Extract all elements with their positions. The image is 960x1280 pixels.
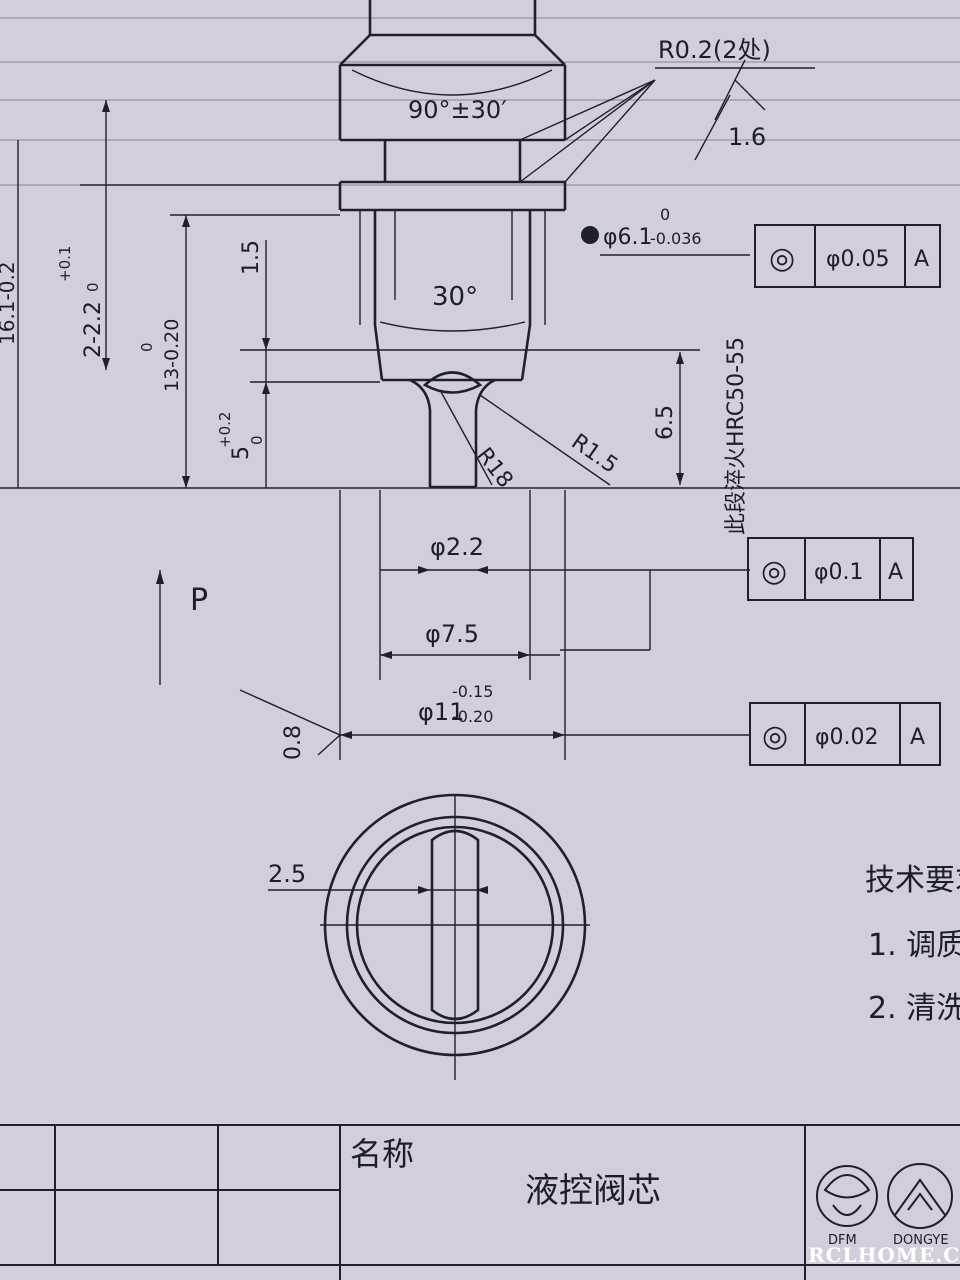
dia-61-tol-upper: 0 <box>660 205 670 224</box>
internal-lines <box>359 210 546 325</box>
tech-req-item-2: 2. 清洗 <box>868 991 960 1026</box>
fcf-2-tolerance: φ0.1 <box>814 560 864 585</box>
chamfer-angle-mid: 30° <box>432 282 478 312</box>
part-profile <box>338 0 567 489</box>
dia-11: φ11 <box>418 698 464 726</box>
diameter-callout-dot <box>581 226 599 244</box>
hardening-note: 此段淬火HRC50-55 <box>724 337 749 535</box>
dim-13: 13-0.20 <box>161 319 183 392</box>
feature-control-frame-2: ◎ φ0.1 A <box>747 537 914 601</box>
pressure-label: P <box>190 583 208 618</box>
dim-13-tol-upper: 0 <box>138 342 156 352</box>
title-block <box>0 1124 960 1280</box>
fcf-1-symbol: ◎ <box>769 241 795 276</box>
title-block-name-label: 名称 <box>350 1135 414 1173</box>
dia-61-tol-lower: -0.036 <box>650 229 702 248</box>
dongye-logo <box>887 1163 953 1229</box>
dongye-logo-caption: DONGYE <box>893 1233 949 1248</box>
fcf-3-tolerance: φ0.02 <box>815 725 879 750</box>
tech-req-title: 技术要求 <box>865 863 960 898</box>
dim-left-partial: 16.1-0.2 <box>0 261 19 345</box>
dim-1-5: 1.5 <box>239 240 264 275</box>
tech-req-item-1: 1. 调质 <box>868 928 960 963</box>
fillet-note: R0.2(2处) <box>658 36 771 64</box>
dim-5: 5 <box>229 446 254 460</box>
dim-2-2-2-tol-lower: 0 <box>84 282 102 292</box>
dia-61: φ6.1 <box>603 225 653 250</box>
dfm-logo-caption: DFM <box>828 1233 857 1248</box>
dfm-logo <box>816 1165 878 1227</box>
title-block-part-name: 液控阀芯 <box>525 1171 661 1211</box>
dia-7-5: φ7.5 <box>425 620 479 648</box>
dia-11-tol-lower: -0.20 <box>452 707 493 726</box>
roughness-top-value: 1.6 <box>728 123 766 151</box>
fcf-1-datum: A <box>914 247 929 272</box>
fcf-3-datum: A <box>910 725 925 750</box>
fcf-2-datum: A <box>888 560 903 585</box>
fcf-3-symbol: ◎ <box>762 719 788 754</box>
feature-control-frame-3: ◎ φ0.02 A <box>749 702 941 766</box>
dim-2-5: 2.5 <box>268 860 306 888</box>
dim-2-2-2: 2-2.2 <box>81 301 106 358</box>
feature-control-frame-1: ◎ φ0.05 A <box>754 224 941 288</box>
dim-6-5: 6.5 <box>653 405 678 440</box>
roughness-left-value: 0.8 <box>281 725 306 760</box>
arrowheads <box>102 100 684 894</box>
dimension-lines <box>0 59 960 1080</box>
fcf-1-tolerance: φ0.05 <box>826 247 890 272</box>
section-view <box>323 793 587 1057</box>
dim-2-2-2-tol-upper: +0.1 <box>56 246 74 282</box>
dia-2-2: φ2.2 <box>430 533 484 561</box>
fcf-2-symbol: ◎ <box>761 554 787 589</box>
chamfer-angle-top: 90°±30′ <box>408 96 507 124</box>
dia-11-tol-upper: -0.15 <box>452 682 493 701</box>
watermark: RCLHOME.COM <box>808 1243 960 1267</box>
dim-5-tol-upper: +0.2 <box>216 412 234 448</box>
dim-5-tol-lower: 0 <box>248 435 266 445</box>
